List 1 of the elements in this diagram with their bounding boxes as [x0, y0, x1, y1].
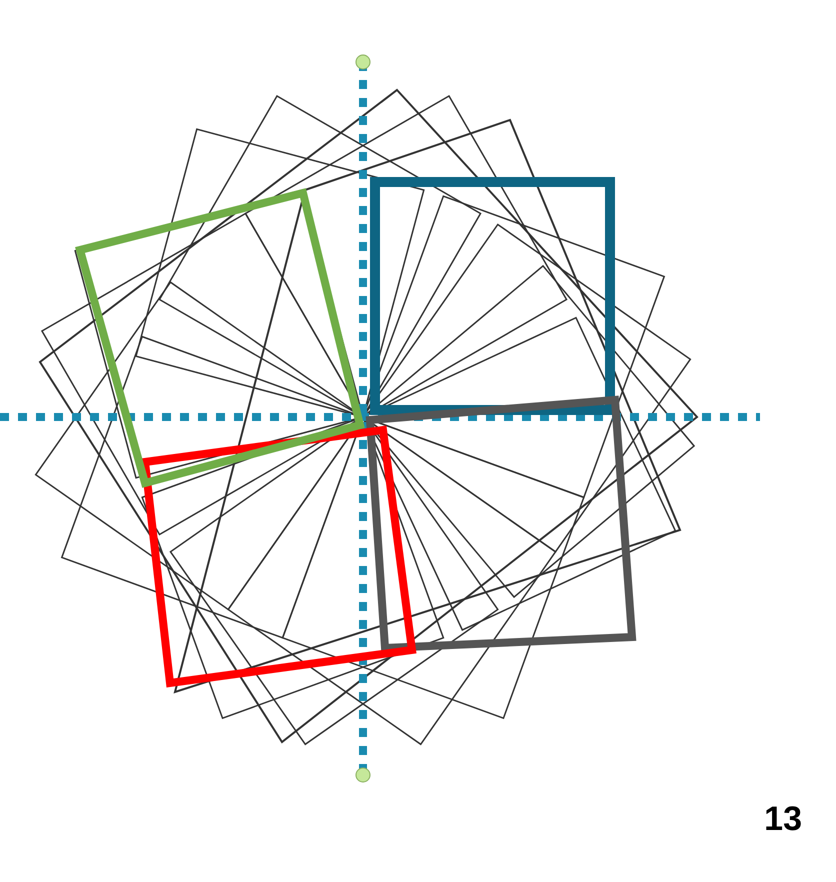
page-number: 13: [764, 800, 802, 839]
